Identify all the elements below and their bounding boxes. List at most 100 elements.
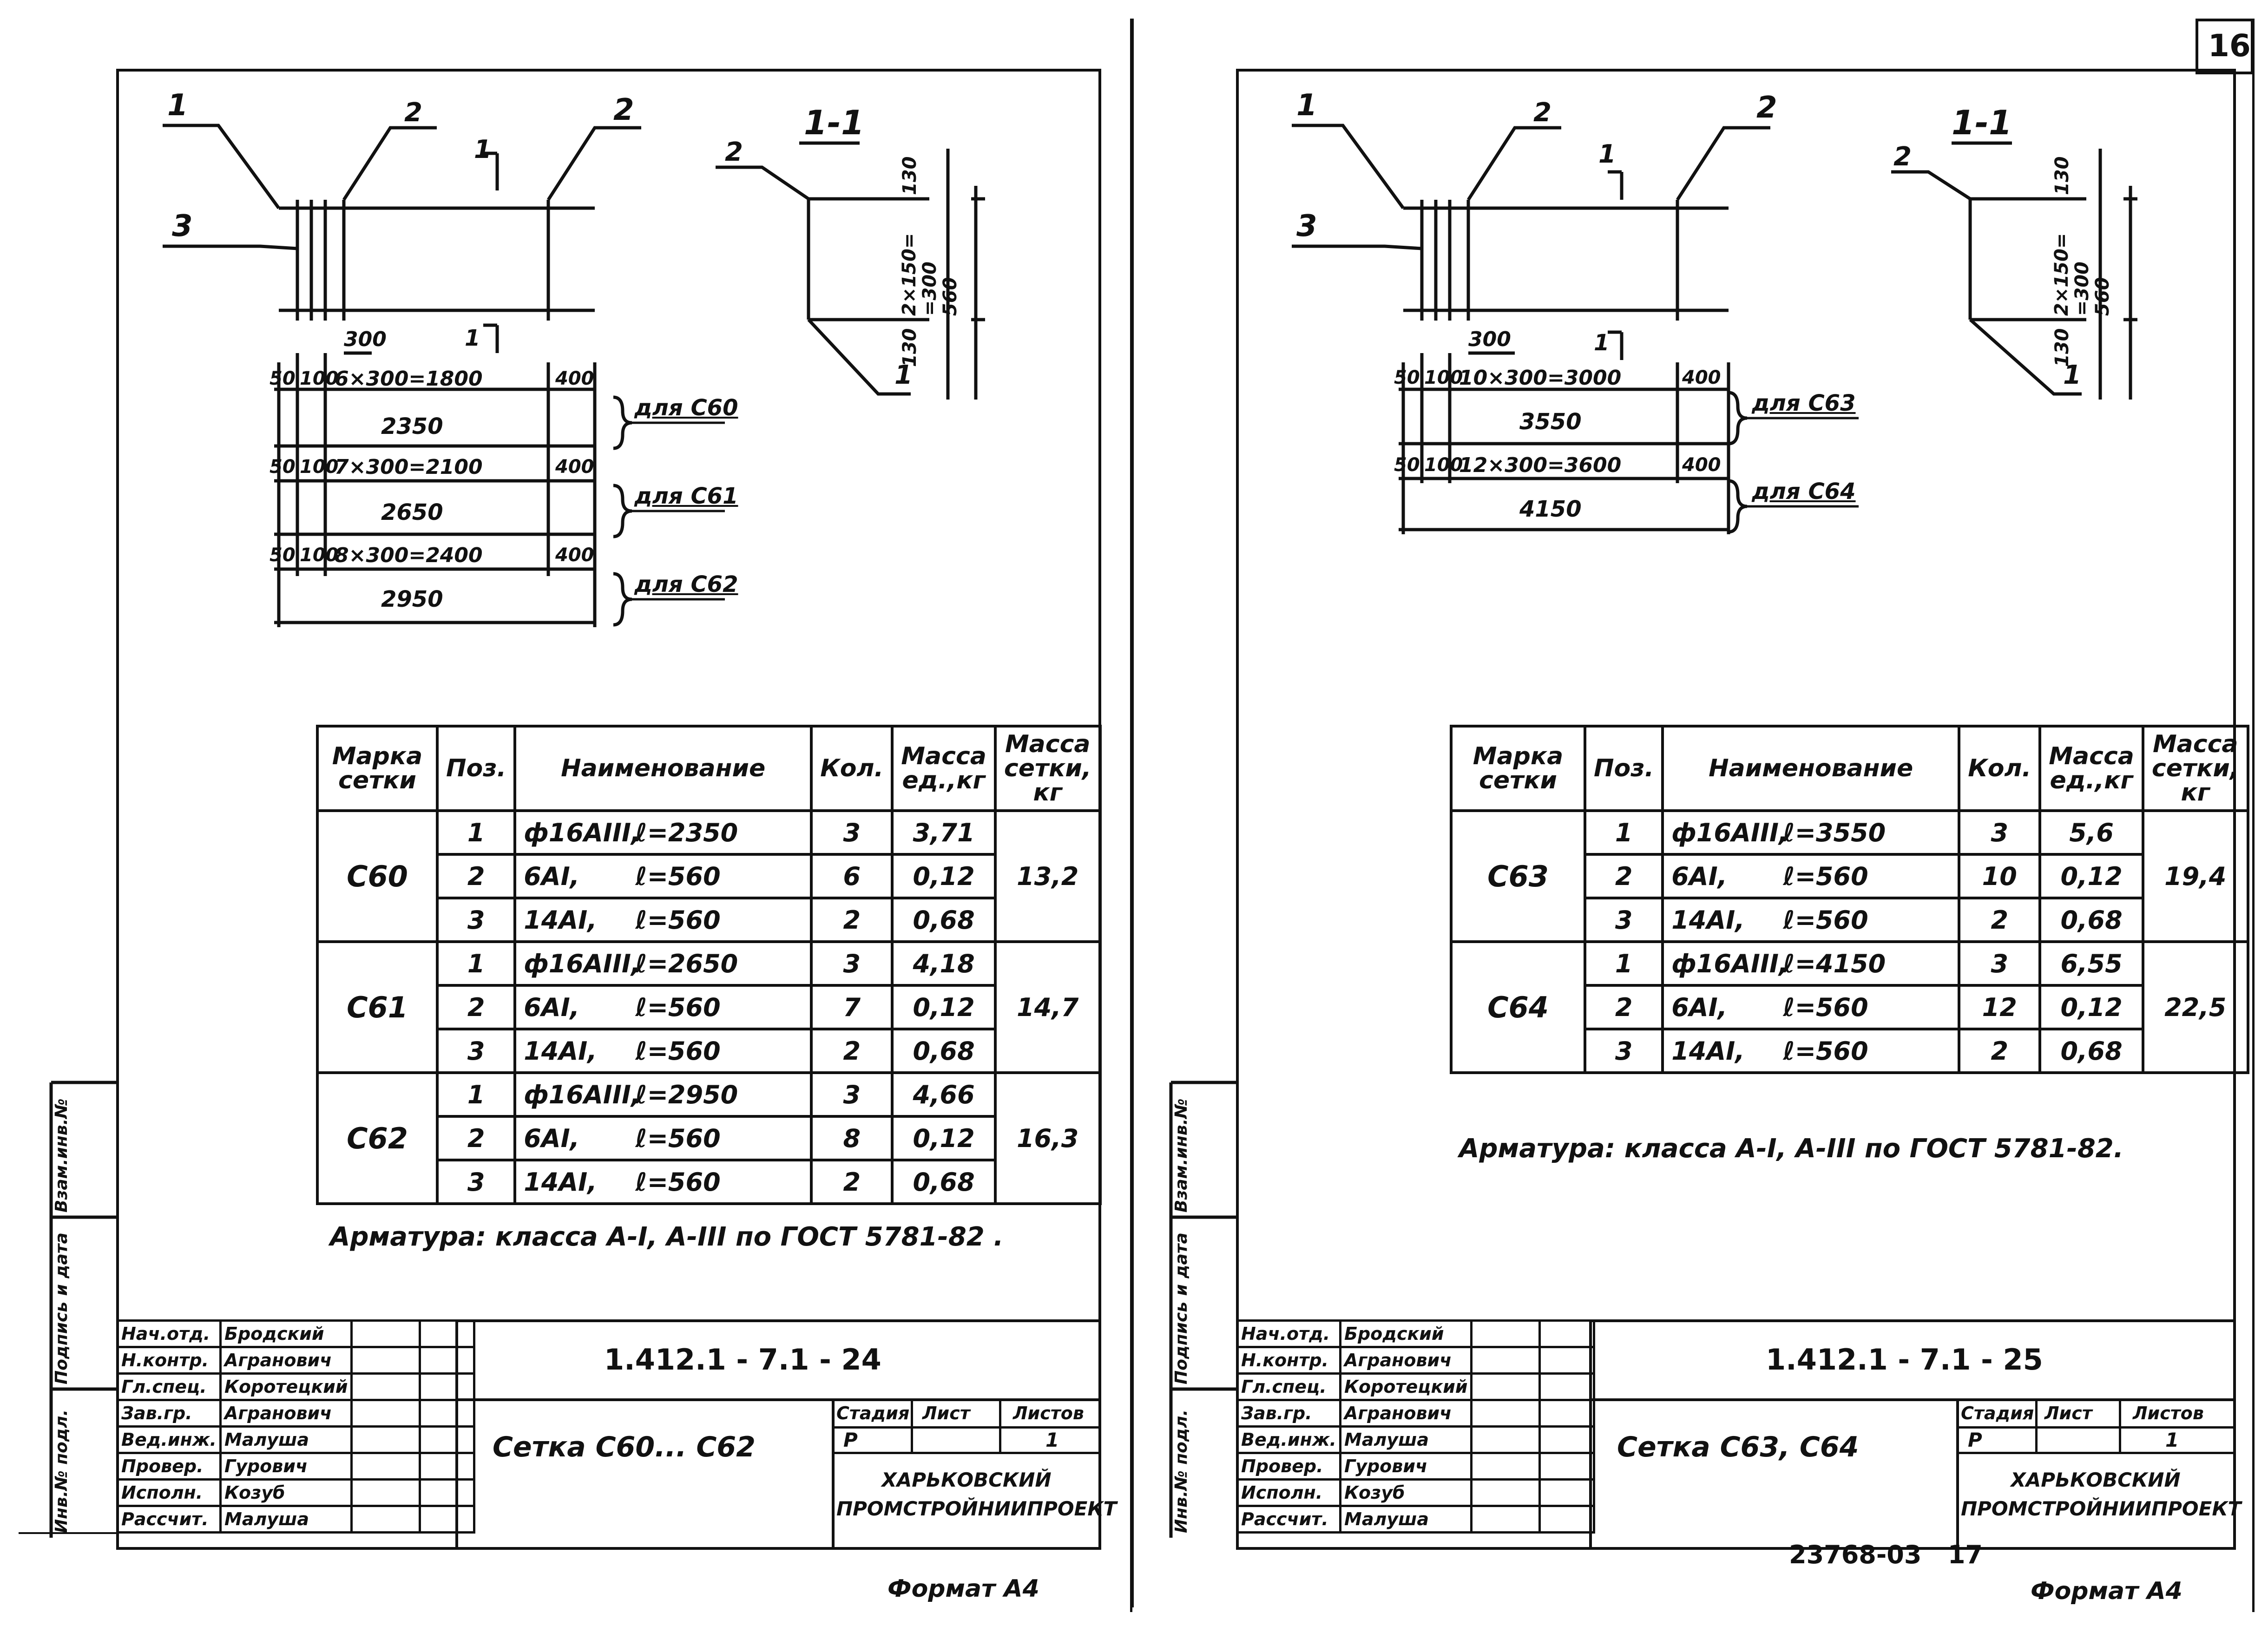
left-stamp-main (455, 1319, 1101, 1550)
mark-cell: С62 (316, 1071, 439, 1205)
left-callout-2b: 2 (613, 93, 634, 127)
right-dim-r1-label: для С63 (1752, 390, 1856, 416)
table-row: С61 1 ф16АIII,ℓ=2650 3 4,18 14,7 (316, 940, 1102, 1074)
right-sheet-header: Лист (2044, 1403, 2092, 1423)
table-row: 2 6АI,ℓ=560 8 0,12 (317, 1115, 1100, 1161)
left-section-dim-mid: 2×150= =300 560 (899, 233, 961, 316)
mark-cell: С60 (316, 809, 439, 943)
left-note: Арматура: класса А-I, А-III по ГОСТ 5781… (330, 1222, 1004, 1252)
right-sheets-header: Листов (2133, 1403, 2204, 1423)
left-dim-r2-d: 400 (555, 456, 594, 478)
right-footer-number: 23768-03 17 (1789, 1540, 1983, 1569)
left-sheets-header: Листов (1013, 1403, 1084, 1423)
left-sheet-frame (19, 19, 1134, 1607)
right-callout-1: 1 (1296, 88, 1317, 123)
right-section-pos2: 2 (1893, 142, 1912, 172)
right-dim-r1-total: 3550 (1519, 409, 1582, 435)
left-stage: Р (843, 1429, 858, 1451)
right-dim-r2-c: 12×300=3600 (1459, 453, 1622, 477)
left-side-label-inv: Инв.№ подл. (52, 1409, 71, 1533)
left-org: Харьковский промстройниипроект (836, 1469, 1117, 1520)
right-section-mark-top: 1 (1598, 139, 1616, 169)
left-dim-300: 300 (344, 328, 387, 351)
left-section-pos2: 2 (725, 137, 743, 167)
right-sheet-frame (1130, 19, 2255, 1612)
right-dim-r1-c: 10×300=3000 (1459, 366, 1622, 390)
col-unit-mass: Масса ед.,кг (891, 725, 997, 812)
sheet-number-box (2196, 19, 2254, 74)
right-section-dim-top: 130 (2051, 156, 2073, 196)
col-pos: Поз. (435, 725, 517, 812)
right-dim-r2-d: 400 (1682, 454, 1721, 476)
mark-cell: С63 (1450, 809, 1586, 943)
table-row: 3 14АI,ℓ=560 2 0,68 (1451, 1028, 2248, 1074)
table-row: 2 6АI,ℓ=560 12 0,12 (1451, 984, 2248, 1030)
left-section-pos1: 1 (894, 360, 913, 390)
table-row: 3 14АI,ℓ=560 2 0,68 (317, 1159, 1100, 1205)
right-callout-2b: 2 (1756, 91, 1777, 125)
left-section-mark-bottom: 1 (465, 325, 480, 351)
right-stamp-title: Сетка С63, С64 (1617, 1431, 1859, 1463)
left-side-label-replace: Взам.инв.№ (52, 1098, 71, 1213)
total-mass-cell: 16,3 (993, 1071, 1102, 1205)
left-section-dim-top: 130 (899, 156, 920, 196)
right-side-label-sign: Подпись и дата (1172, 1233, 1191, 1384)
right-format: Формат А4 (2031, 1577, 2183, 1605)
mark-cell: С64 (1450, 940, 1586, 1074)
right-section-pos1: 1 (2063, 360, 2081, 390)
left-dim-r2-b: 100 (300, 456, 339, 478)
total-mass-cell: 22,5 (2141, 940, 2249, 1074)
left-format: Формат А4 (887, 1575, 1039, 1603)
right-stage-header: Стадия (1961, 1403, 2034, 1423)
left-dim-r3-d: 400 (555, 544, 594, 566)
left-stage-header: Стадия (836, 1403, 910, 1423)
left-spec-table: Марка сетки Поз. Наименование Кол. Масса… (316, 725, 1102, 1205)
right-side-label-inv: Инв.№ подл. (1172, 1409, 1191, 1533)
sheet-number: 16 (2208, 28, 2251, 64)
left-sheets: 1 (1045, 1429, 1059, 1451)
right-section-dim-bottom: 130 (2051, 328, 2073, 367)
right-callout-3: 3 (1296, 209, 1317, 243)
col-mark: Марка сетки (316, 725, 439, 812)
col-qty: Кол. (810, 725, 894, 812)
left-stamp-title: Сетка С60... С62 (493, 1431, 756, 1463)
col-total-mass: Масса сетки, кг (993, 725, 1102, 812)
left-dim-r1-a: 50 (270, 368, 296, 389)
right-dim-r2-total: 4150 (1519, 496, 1582, 522)
right-dim-r2-b: 100 (1424, 454, 1463, 476)
left-dim-r3-total: 2950 (381, 586, 443, 612)
left-dim-r2-label: для С61 (634, 483, 738, 509)
table-row: 3 14АI,ℓ=560 2 0,68 (317, 897, 1100, 943)
table-row: 2 6АI,ℓ=560 7 0,12 (317, 984, 1100, 1030)
table-row: С63 1 ф16АIII,ℓ=3550 3 5,6 19,4 (1450, 809, 2249, 943)
right-dim-r2-label: для С64 (1752, 479, 1856, 505)
right-section-mark-bottom: 1 (1594, 330, 1610, 356)
left-dim-r3-a: 50 (270, 544, 296, 566)
left-dim-r3-b: 100 (300, 544, 339, 566)
table-row: 3 14АI,ℓ=560 2 0,68 (317, 1028, 1100, 1074)
total-mass-cell: 19,4 (2141, 809, 2249, 943)
table-row: 3 14АI,ℓ=560 2 0,68 (1451, 897, 2248, 943)
right-sheets: 1 (2165, 1429, 2179, 1451)
table-row: С60 1 ф16АIII,ℓ=2350 3 3,71 13,2 (316, 809, 1102, 943)
left-sheet-header: Лист (922, 1403, 970, 1423)
left-callout-1: 1 (167, 88, 188, 123)
mark-cell: С61 (316, 940, 439, 1074)
right-dim-r1-a: 50 (1394, 367, 1420, 388)
left-dim-r2-a: 50 (270, 456, 296, 478)
left-dim-r1-c: 6×300=1800 (335, 367, 483, 391)
left-dim-r2-total: 2650 (381, 499, 443, 525)
left-section-title: 1-1 (804, 103, 865, 142)
right-org: Харьковский промстройниипроект (1961, 1469, 2242, 1520)
total-mass-cell: 13,2 (993, 809, 1102, 943)
table-row: 2 6АI,ℓ=560 6 0,12 (317, 853, 1100, 899)
right-dim-r1-d: 400 (1682, 367, 1721, 388)
right-section-dim-mid: 2×150= =300 560 (2051, 233, 2113, 316)
right-dim-300: 300 (1468, 328, 1511, 351)
left-side-label-sign: Подпись и дата (52, 1233, 71, 1384)
left-section-mark-top: 1 (474, 135, 492, 164)
right-spec-table: Марка сетки Поз. Наименование Кол. Масса… (1450, 725, 2249, 1074)
left-doc-code: 1.412.1 - 7.1 - 24 (604, 1343, 881, 1377)
right-stage: Р (1968, 1429, 1982, 1451)
